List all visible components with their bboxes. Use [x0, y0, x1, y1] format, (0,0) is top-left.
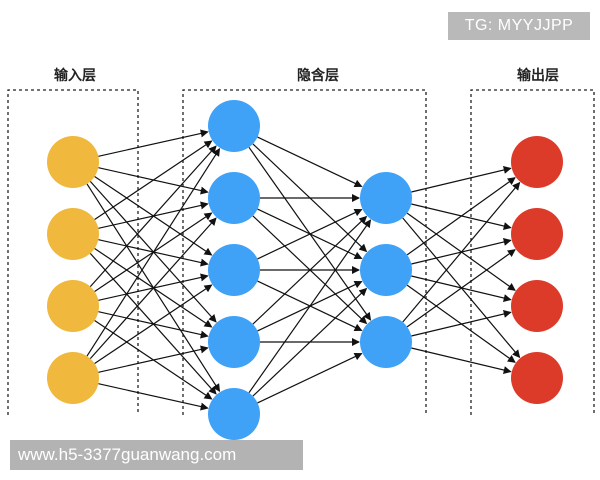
hidden-layer-box [182, 89, 427, 415]
edge-hidden1-hidden2-4-1 [252, 215, 368, 325]
input-node-2 [47, 208, 99, 260]
input-layer-box [7, 89, 139, 415]
output-layer-label: 输出层 [517, 68, 559, 84]
hidden1-node-5 [208, 388, 260, 440]
edge-hidden1-hidden2-5-1 [248, 219, 372, 394]
hidden1-node-1 [208, 100, 260, 152]
hidden2-node-1 [360, 172, 412, 224]
watermark-bottom: www.h5-3377guanwang.com [10, 440, 303, 470]
hidden1-node-3 [208, 244, 260, 296]
edge-hidden2-output-3-1 [402, 181, 521, 323]
output-node-3 [511, 280, 563, 332]
edge-hidden2-output-3-4 [411, 347, 512, 374]
hidden2-node-2 [360, 244, 412, 296]
hidden1-node-4 [208, 316, 260, 368]
edge-input-hidden1-1-1 [98, 129, 209, 157]
edge-hidden1-hidden2-1-1 [257, 136, 363, 188]
output-layer-box [470, 89, 595, 415]
edge-hidden2-output-3-2 [406, 249, 516, 328]
edge-input-hidden1-4-3 [94, 284, 213, 364]
edge-input-hidden1-4-2 [89, 217, 217, 360]
hidden1-node-2 [208, 172, 260, 224]
output-node-2 [511, 208, 563, 260]
input-node-4 [47, 352, 99, 404]
edge-hidden1-hidden2-5-2 [252, 287, 368, 397]
edge-input-hidden1-2-1 [94, 140, 213, 220]
edge-hidden1-hidden2-5-3 [257, 352, 363, 404]
edge-input-hidden1-4-4 [98, 345, 209, 373]
edge-input-hidden1-4-1 [86, 147, 221, 357]
edge-input-hidden1-4-5 [98, 383, 209, 411]
input-layer-label: 输入层 [54, 68, 96, 84]
edge-hidden2-output-1-1 [411, 166, 512, 193]
watermark-top: TG: MYYJJPP [448, 12, 590, 40]
output-node-4 [511, 352, 563, 404]
input-node-1 [47, 136, 99, 188]
output-node-1 [511, 136, 563, 188]
hidden-layer-label: 隐含层 [297, 68, 339, 84]
edge-hidden2-output-2-1 [406, 177, 516, 256]
edge-input-hidden1-3-1 [89, 145, 217, 288]
hidden2-node-3 [360, 316, 412, 368]
edge-hidden2-output-3-3 [411, 310, 512, 337]
edge-hidden1-hidden2-3-1 [257, 208, 363, 260]
input-node-3 [47, 280, 99, 332]
